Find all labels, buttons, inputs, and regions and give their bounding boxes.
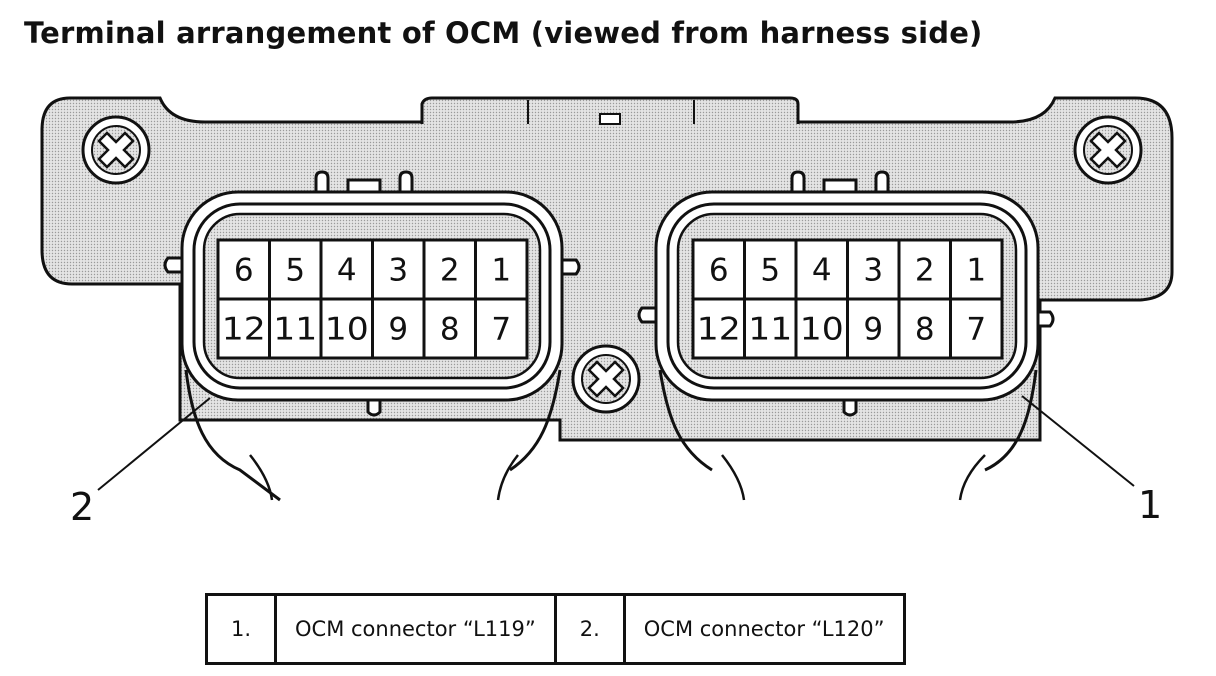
- cross-screw-icon: [1073, 115, 1143, 185]
- cross-screw-icon: [571, 344, 641, 414]
- terminal-number: 4: [812, 253, 832, 289]
- callout-leader-line: [97, 397, 211, 491]
- terminal-cavity: [319, 297, 374, 360]
- terminal-number: 6: [234, 253, 254, 289]
- terminal-number: 11: [748, 312, 792, 348]
- terminal-cavity: [216, 297, 271, 360]
- terminal-number: 8: [915, 312, 935, 348]
- terminal-cavity: [949, 238, 1004, 301]
- terminal-number: 2: [915, 253, 935, 289]
- terminal-number: 1: [966, 253, 986, 289]
- terminal-number: 3: [863, 253, 883, 289]
- legend-text: OCM connector “L120”: [622, 593, 906, 665]
- top-latch-tab: [420, 96, 800, 125]
- terminal-cavity: [691, 238, 746, 301]
- terminal-cavity: [949, 297, 1004, 360]
- terminal-number: 9: [388, 312, 408, 348]
- terminal-number: 10: [800, 312, 844, 348]
- terminal-number: 12: [697, 312, 741, 348]
- callout-label: 2: [70, 485, 94, 529]
- terminal-cavity: [422, 297, 477, 360]
- terminal-cavity: [691, 297, 746, 360]
- terminal-number: 4: [337, 253, 357, 289]
- terminal-number: 1: [491, 253, 511, 289]
- terminal-cavity: [794, 297, 849, 360]
- terminal-cavity: [794, 238, 849, 301]
- terminal-number: 12: [222, 312, 266, 348]
- legend-text: OCM connector “L119”: [274, 593, 557, 665]
- terminal-cavity: [846, 238, 901, 301]
- terminal-number: 5: [285, 253, 305, 289]
- page-title: Terminal arrangement of OCM (viewed from…: [24, 16, 983, 50]
- terminal-number: 2: [440, 253, 460, 289]
- terminal-number: 7: [491, 312, 511, 348]
- legend-row: 1. OCM connector “L119” 2. OCM connector…: [205, 593, 906, 665]
- terminal-number: 8: [440, 312, 460, 348]
- terminal-number: 5: [760, 253, 780, 289]
- legend-number: 1.: [205, 593, 277, 665]
- legend-table: 1. OCM connector “L119” 2. OCM connector…: [205, 593, 906, 665]
- terminal-cavity: [846, 297, 901, 360]
- terminal-cavity: [743, 297, 798, 360]
- terminal-number: 11: [273, 312, 317, 348]
- terminal-number: 10: [325, 312, 369, 348]
- cross-screw-icon: [81, 115, 151, 185]
- terminal-number: 7: [966, 312, 986, 348]
- terminal-cavity: [474, 297, 529, 360]
- terminal-cavity: [371, 238, 426, 301]
- terminal-number: 9: [863, 312, 883, 348]
- terminal-cavity: [474, 238, 529, 301]
- terminal-number: 3: [388, 253, 408, 289]
- terminal-number: 6: [709, 253, 729, 289]
- callout-label: 1: [1138, 483, 1162, 527]
- legend-number: 2.: [553, 593, 626, 665]
- terminal-cavity: [268, 238, 323, 301]
- terminal-cavity: [371, 297, 426, 360]
- callout-leader-line: [1021, 395, 1135, 487]
- terminal-cavity: [268, 297, 323, 360]
